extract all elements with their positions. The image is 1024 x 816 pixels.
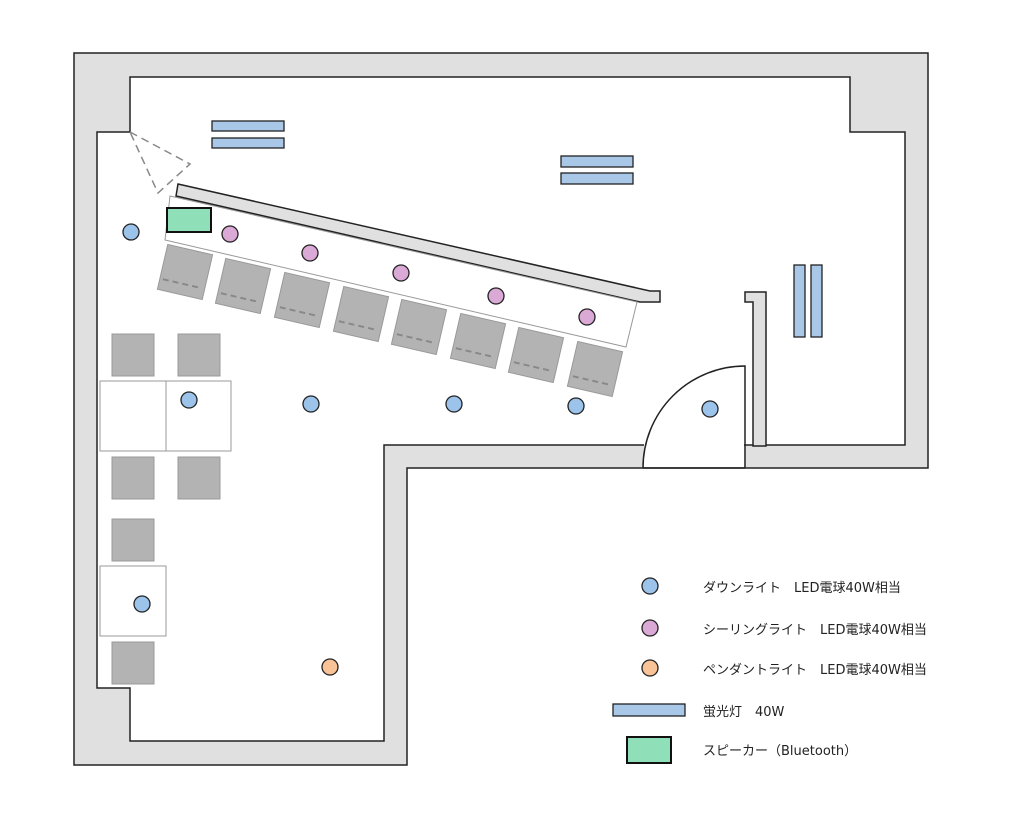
downlight-icon xyxy=(641,577,659,595)
speaker-icon xyxy=(626,736,672,764)
pendant-light-icon xyxy=(321,658,339,676)
ceiling-light-icon xyxy=(301,244,319,262)
downlight-icon xyxy=(701,400,719,418)
downlight-icon xyxy=(133,595,151,613)
door-swing[interactable] xyxy=(642,365,746,469)
chair xyxy=(177,333,221,377)
fluorescent-lights xyxy=(211,120,823,338)
partition-wall xyxy=(744,291,767,447)
chair xyxy=(177,456,221,500)
fluorescent-icon xyxy=(560,172,634,185)
chair xyxy=(111,456,155,500)
lights xyxy=(122,223,719,676)
speaker-icon xyxy=(166,207,212,233)
fluorescent-icon xyxy=(612,703,686,717)
table xyxy=(99,565,167,637)
legend-ceiling-light: シーリングライト LED電球40W相当 xyxy=(703,623,927,638)
door-opening xyxy=(644,444,744,467)
chair xyxy=(332,285,390,343)
counter-chairs xyxy=(156,243,624,398)
walls xyxy=(73,52,929,766)
fluorescent-icon xyxy=(560,155,634,168)
downlight-icon xyxy=(122,223,140,241)
legend-pendant-light: ペンダントライト LED電球40W相当 xyxy=(703,663,927,678)
counter-wall xyxy=(175,183,661,303)
chair xyxy=(390,298,448,356)
ceiling-light-icon xyxy=(487,287,505,305)
table xyxy=(99,380,167,452)
chair xyxy=(449,312,507,370)
fluorescent-icon xyxy=(211,137,285,149)
chair xyxy=(111,333,155,377)
downlight-icon xyxy=(567,397,585,415)
legend-downlight: ダウンライト LED電球40W相当 xyxy=(703,581,901,596)
pendant-light-icon xyxy=(641,659,659,677)
legend-speaker: スピーカー（Bluetooth） xyxy=(703,744,858,759)
chair xyxy=(566,340,624,398)
legend-symbols xyxy=(612,577,686,764)
entrance-door-swing[interactable] xyxy=(128,130,192,195)
ceiling-light-icon xyxy=(578,308,596,326)
ceiling-light-icon xyxy=(221,225,239,243)
table xyxy=(165,380,232,452)
fluorescent-icon xyxy=(810,264,823,338)
downlight-icon xyxy=(445,395,463,413)
chair xyxy=(273,271,331,329)
legend-fluorescent: 蛍光灯 40W xyxy=(703,705,785,720)
fluorescent-icon xyxy=(211,120,285,132)
fluorescent-icon xyxy=(793,264,806,338)
chair xyxy=(507,326,565,384)
ceiling-light-icon xyxy=(641,619,659,637)
chair xyxy=(156,243,214,301)
chair xyxy=(111,641,155,685)
downlight-icon xyxy=(302,395,320,413)
ceiling-light-icon xyxy=(392,264,410,282)
chair xyxy=(214,257,272,315)
chair xyxy=(111,518,155,562)
tables-and-chairs xyxy=(99,333,232,685)
downlight-icon xyxy=(180,391,198,409)
